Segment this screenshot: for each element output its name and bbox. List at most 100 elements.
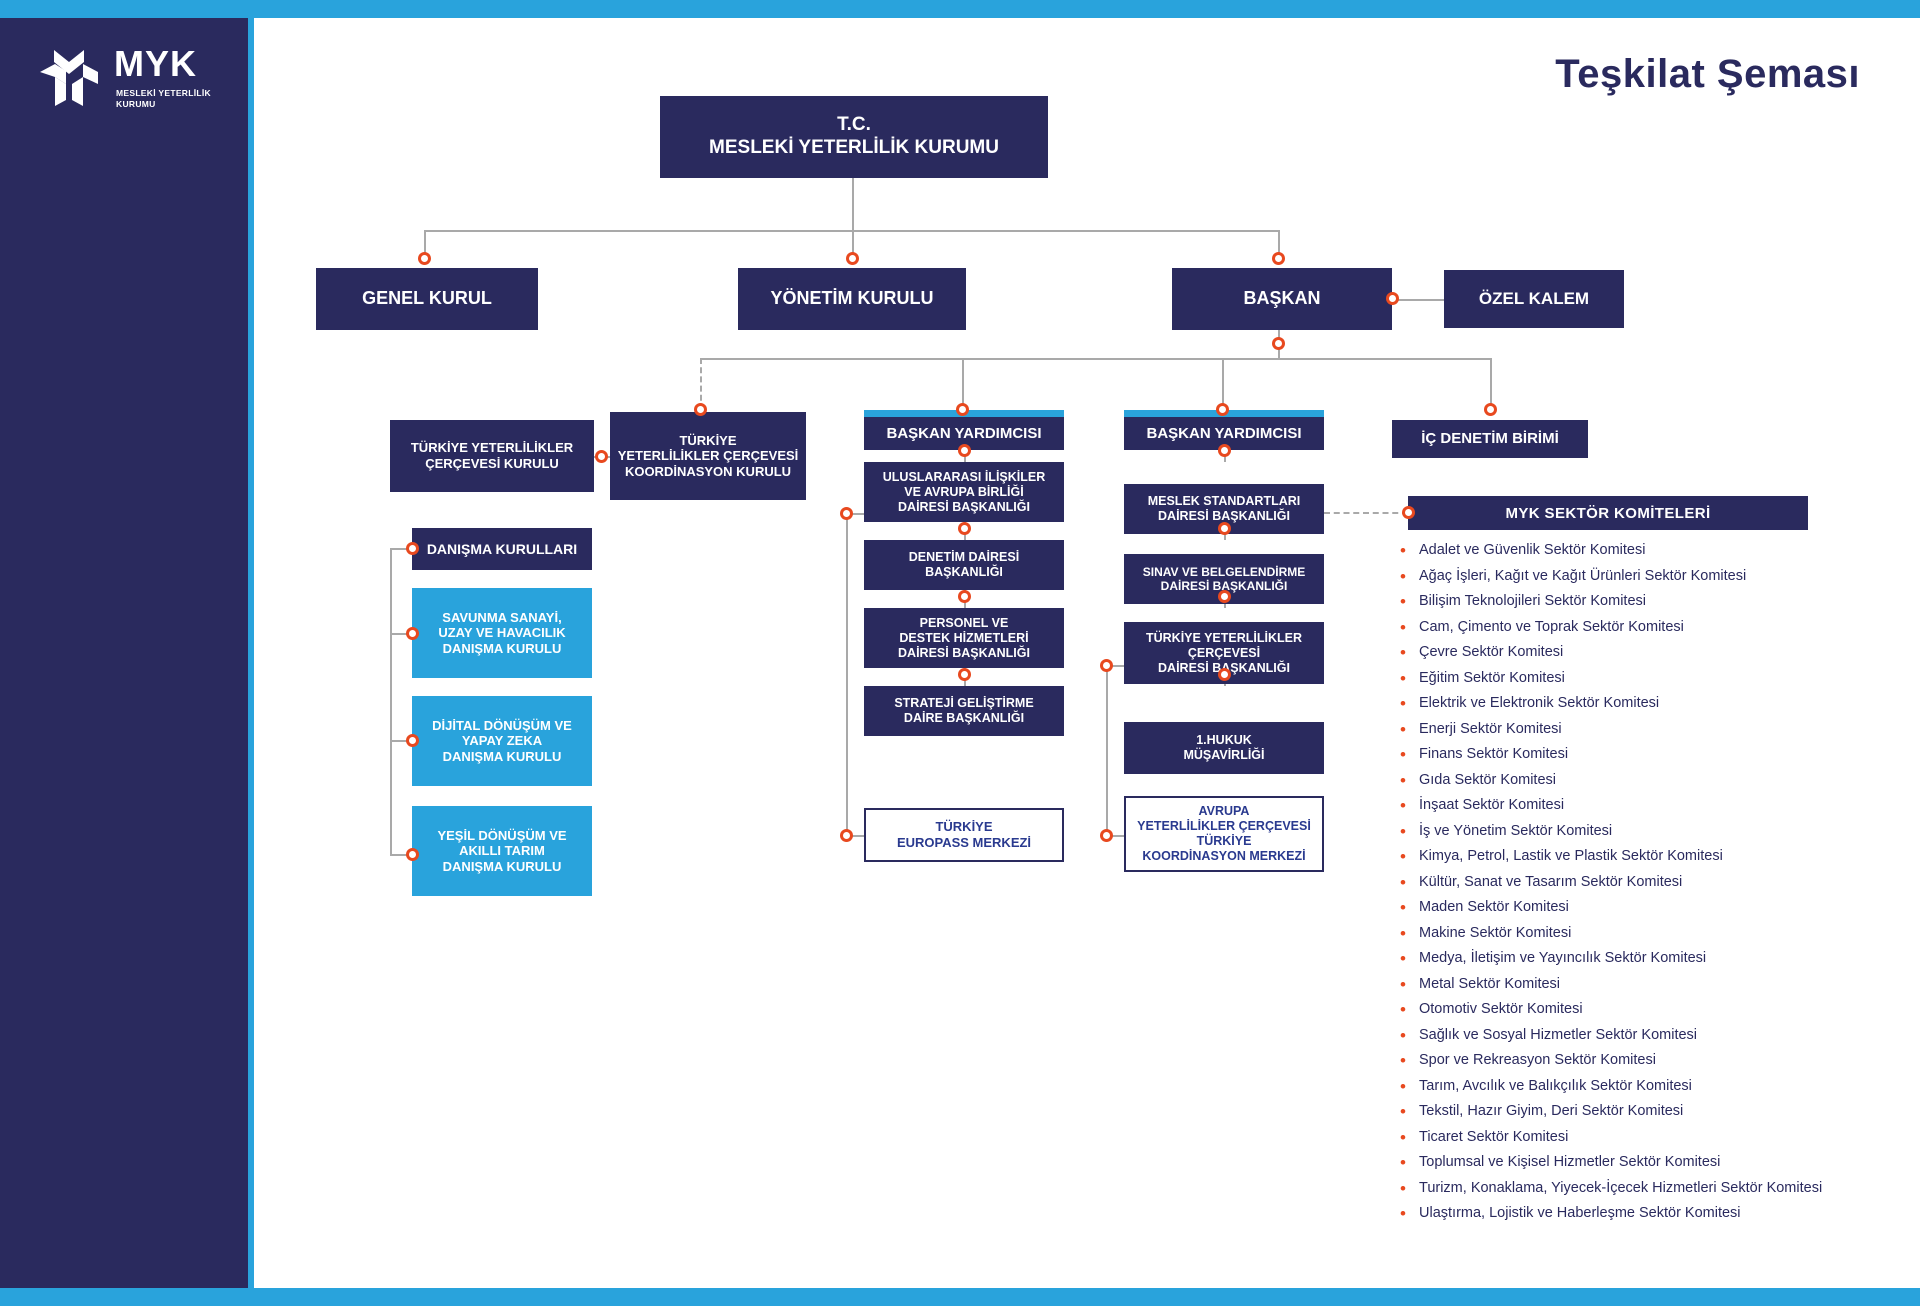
sector-committee-item[interactable]: •Tarım, Avcılık ve Balıkçılık Sektör Kom… xyxy=(1400,1074,1900,1100)
sector-committees-header[interactable]: MYK SEKTÖR KOMİTELERİ xyxy=(1408,496,1808,530)
connector-dot-ozel-kalem xyxy=(1386,292,1399,305)
connector-dot-baskan xyxy=(1272,252,1285,265)
node-right-2-line-1: TÜRKİYE YETERLİLİKLER xyxy=(1145,630,1303,645)
sector-committee-item[interactable]: •Sağlık ve Sosyal Hizmetler Sektör Komit… xyxy=(1400,1023,1900,1049)
connector-dot-sector-panel xyxy=(1402,506,1415,519)
node-right-0-line-2: DAİRESİ BAŞKANLIĞI xyxy=(1158,509,1290,523)
node-turkiye-europass-merkezi[interactable]: TÜRKİYE EUROPASS MERKEZİ xyxy=(864,808,1064,862)
connector-right-column-spine xyxy=(1106,665,1108,835)
sector-committee-item[interactable]: •Adalet ve Güvenlik Sektör Komitesi xyxy=(1400,538,1900,564)
node-left-4-line-1: TÜRKİYE xyxy=(935,819,993,835)
node-yonetim-kurulu[interactable]: YÖNETİM KURULU xyxy=(738,268,966,330)
sector-committee-item[interactable]: •Otomotiv Sektör Komitesi xyxy=(1400,997,1900,1023)
sector-committee-label: Adalet ve Güvenlik Sektör Komitesi xyxy=(1419,542,1646,558)
bullet-icon: • xyxy=(1400,949,1406,968)
node-danisma-0-line-3: DANIŞMA KURULU xyxy=(442,640,562,656)
sector-committee-item[interactable]: •Gıda Sektör Komitesi xyxy=(1400,768,1900,794)
sector-committee-item[interactable]: •Spor ve Rekreasyon Sektör Komitesi xyxy=(1400,1048,1900,1074)
sector-committee-item[interactable]: •Enerji Sektör Komitesi xyxy=(1400,717,1900,743)
connector-byard1-drop xyxy=(962,358,964,410)
logo-subtitle-line-1: MESLEKİ YETERLİLİK xyxy=(116,88,211,98)
sector-committee-item[interactable]: •Elektrik ve Elektronik Sektör Komitesi xyxy=(1400,691,1900,717)
bullet-icon: • xyxy=(1400,1178,1406,1198)
sector-committee-item[interactable]: •Ulaştırma, Lojistik ve Haberleşme Sektö… xyxy=(1400,1201,1900,1227)
node-tyck-line-2: ÇERÇEVESİ KURULU xyxy=(425,456,559,471)
bullet-icon: • xyxy=(1400,847,1406,866)
myk-logo-mark xyxy=(40,50,98,106)
node-uluslararasi-iliskiler-ve-ab-dairesi-baskanligi[interactable]: ULUSLARARASI İLİŞKİLER VE AVRUPA BİRLİĞİ… xyxy=(864,462,1064,522)
node-avrupa-yeterlilikler-cercevesi-turkiye-koordinasyon-merkezi[interactable]: AVRUPA YETERLİLİKLER ÇERÇEVESİ TÜRKİYE K… xyxy=(1124,796,1324,872)
node-left-4-line-2: EUROPASS MERKEZİ xyxy=(896,835,1032,850)
sector-committee-label: Kimya, Petrol, Lastik ve Plastik Sektör … xyxy=(1419,848,1723,864)
node-danisma-kurulu-0[interactable]: SAVUNMA SANAYİ, UZAY VE HAVACILIK DANIŞM… xyxy=(412,588,592,678)
sector-committee-item[interactable]: •İnşaat Sektör Komitesi xyxy=(1400,793,1900,819)
node-right-4-line-2: YETERLİLİKLER ÇERÇEVESİ xyxy=(1137,819,1311,833)
sector-committee-item[interactable]: • Maden Sektör Komitesi xyxy=(1400,895,1900,921)
node-left-1-line-1: DENETİM DAİRESİ xyxy=(908,550,1020,564)
node-danisma-2-line-1: YEŞİL DÖNÜŞÜM VE xyxy=(437,827,567,843)
sector-committee-item[interactable]: • Medya, İletişim ve Yayıncılık Sektör Ko… xyxy=(1400,946,1900,972)
node-ozel-kalem[interactable]: ÖZEL KALEM xyxy=(1444,270,1624,328)
sector-committee-label: Enerji Sektör Komitesi xyxy=(1419,720,1562,737)
connector-dot-left-c2 xyxy=(958,522,971,535)
sector-committee-label: Maden Sektör Komitesi xyxy=(1419,899,1569,915)
sector-committee-item[interactable]: •Ticaret Sektör Komitesi xyxy=(1400,1125,1900,1151)
sector-committee-item[interactable]: •Toplumsal ve Kişisel Hizmetler Sektör K… xyxy=(1400,1150,1900,1176)
sector-committee-item[interactable]: •Eğitim Sektör Komitesi xyxy=(1400,666,1900,692)
node-personel-ve-destek-hizmetleri-dairesi-baskanligi[interactable]: PERSONEL VE DESTEK HİZMETLERİ DAİRESİ BA… xyxy=(864,608,1064,668)
connector-dot-right-c3 xyxy=(1218,590,1231,603)
connector-dot-right-spine-bottom xyxy=(1100,829,1113,842)
bullet-icon: • xyxy=(1400,1127,1406,1147)
node-tyc-koordinasyon-kurulu[interactable]: TÜRKİYE YETERLİLİKLER ÇERÇEVESİ KOORDİNA… xyxy=(610,412,806,500)
connector-dashed-tyc-koordinasyon xyxy=(700,358,702,410)
node-left-2-line-1: PERSONEL VE xyxy=(919,615,1009,630)
sector-committee-item[interactable]: • Kimya, Petrol, Lastik ve Plastik Sektör… xyxy=(1400,844,1900,870)
node-danisma-kurullari[interactable]: DANIŞMA KURULLARI xyxy=(412,528,592,570)
node-denetim-dairesi-baskanligi[interactable]: DENETİM DAİRESİ BAŞKANLIĞI xyxy=(864,540,1064,590)
node-1-hukuk-musavirligi[interactable]: 1.HUKUK MÜŞAVİRLİĞİ xyxy=(1124,722,1324,774)
sector-committee-label: Ulaştırma, Lojistik ve Haberleşme Sektör… xyxy=(1419,1205,1741,1221)
node-right-0-line-1: MESLEK STANDARTLARI xyxy=(1147,494,1301,508)
sector-committee-item[interactable]: •Tekstil, Hazır Giyim, Deri Sektör Komit… xyxy=(1400,1099,1900,1125)
sector-committee-item[interactable]: •Çevre Sektör Komitesi xyxy=(1400,640,1900,666)
connector-dot-left-c1 xyxy=(958,444,971,457)
sector-committee-item[interactable]: • Kültür, Sanat ve Tasarım Sektör Komites… xyxy=(1400,870,1900,896)
bullet-icon: • xyxy=(1400,872,1406,892)
sidebar-accent-edge xyxy=(248,18,254,1288)
bullet-icon: • xyxy=(1400,1076,1406,1096)
connector-row3-bus xyxy=(700,358,1490,360)
bullet-icon: • xyxy=(1400,617,1406,637)
connector-dot-right-c1 xyxy=(1218,444,1231,457)
node-ic-denetim-birimi[interactable]: İÇ DENETİM BİRİMİ xyxy=(1392,420,1588,458)
connector-dot-baskan-lower xyxy=(1272,337,1285,350)
connector-dot-tyc-koordinasyon xyxy=(694,403,707,416)
bullet-icon: • xyxy=(1400,923,1406,943)
connector-left-column-spine xyxy=(846,513,848,835)
sector-committee-item[interactable]: •Ağaç İşleri, Kağıt ve Kağıt Ürünleri Se… xyxy=(1400,564,1900,590)
sector-committee-label: Otomotiv Sektör Komitesi xyxy=(1419,1001,1583,1017)
bullet-icon: • xyxy=(1400,974,1406,994)
connector-danisma-stub-1 xyxy=(390,633,412,635)
sector-committee-label: Medya, İletişim ve Yayıncılık Sektör Kom… xyxy=(1419,950,1707,966)
node-turkiye-yeterlilikler-cercevesi-kurulu[interactable]: TÜRKİYE YETERLİLİKLER ÇERÇEVESİ KURULU xyxy=(390,420,594,492)
sector-committee-item[interactable]: •Finans Sektör Komitesi xyxy=(1400,742,1900,768)
node-genel-kurul[interactable]: GENEL KURUL xyxy=(316,268,538,330)
connector-danisma-stub-2 xyxy=(390,740,412,742)
sector-committee-item[interactable]: •Bilişim Teknolojileri Sektör Komitesi xyxy=(1400,589,1900,615)
node-strateji-gelistirme-daire-baskanligi[interactable]: STRATEJİ GELİŞTİRME DAİRE BAŞKANLIĞI xyxy=(864,686,1064,736)
top-accent-bar xyxy=(0,0,1920,18)
sector-committee-item[interactable]: •Cam, Çimento ve Toprak Sektör Komitesi xyxy=(1400,615,1900,641)
connector-ic-denetim-drop xyxy=(1490,358,1492,410)
node-baskan[interactable]: BAŞKAN xyxy=(1172,268,1392,330)
sector-committee-label: Kültür, Sanat ve Tasarım Sektör Komitesi xyxy=(1419,873,1683,890)
sector-committee-item[interactable]: •Metal Sektör Komitesi xyxy=(1400,972,1900,998)
sector-committee-item[interactable]: •Makine Sektör Komitesi xyxy=(1400,921,1900,947)
bullet-icon: • xyxy=(1400,898,1406,917)
node-danisma-kurulu-2[interactable]: YEŞİL DÖNÜŞÜM VE AKILLI TARIM DANIŞMA KU… xyxy=(412,806,592,896)
node-root[interactable]: T.C. MESLEKİ YETERLİLİK KURUMU xyxy=(660,96,1048,178)
sector-committee-item[interactable]: •İş ve Yönetim Sektör Komitesi xyxy=(1400,819,1900,845)
node-danisma-kurulu-1[interactable]: DİJİTAL DÖNÜŞÜM VE YAPAY ZEKA DANIŞMA KU… xyxy=(412,696,592,786)
sector-committee-item[interactable]: •Turizm, Konaklama, Yiyecek-İçecek Hizme… xyxy=(1400,1176,1900,1202)
logo-subtitle: MESLEKİ YETERLİLİK KURUMU xyxy=(116,88,211,109)
